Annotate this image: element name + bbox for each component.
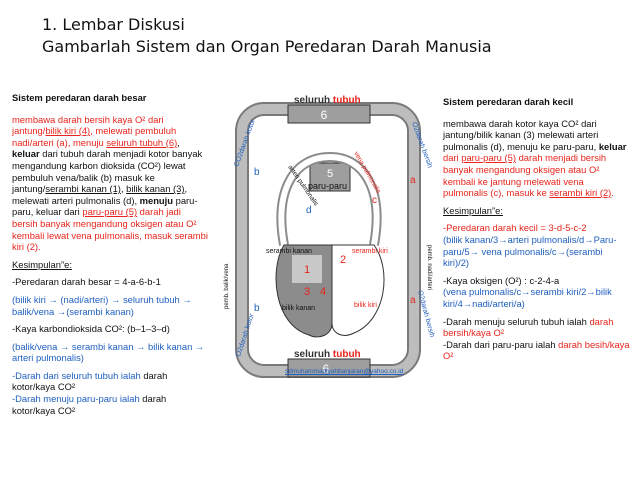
- right-k1: -Peredaran darah kecil = 3-d-5-c-2: [443, 222, 587, 234]
- email-link[interactable]: sdmuhammadiyahbanjaran@yahoo.co.id: [285, 368, 404, 375]
- right-kesimpulan: Kesimpulan”e:: [443, 204, 503, 216]
- label-pemb-balik: pemb. balik/vena: [224, 263, 230, 309]
- right-k1-detail: (bilik kanan/3→arteri pulmonalis/d→Paru-…: [443, 233, 617, 269]
- left-kesimpulan: Kesimpulan”e:: [12, 258, 72, 270]
- right-column: Sistem peredaran darah kecil membawa dar…: [443, 96, 631, 368]
- atrium-right: [292, 255, 322, 283]
- right-paragraph: membawa darah kotor kaya CO² dari jantun…: [443, 117, 627, 199]
- right-k2: -Kaya oksigen (O²) : c-2-4-a: [443, 274, 560, 286]
- n4: 4: [320, 286, 326, 298]
- right-k3: -Darah menuju seluruh tubuh ialah darah …: [443, 315, 614, 339]
- n5: 5: [327, 168, 333, 180]
- title-line-1: 1. Lembar Diskusi: [42, 15, 185, 34]
- left-column: Sistem peredaran darah besar membawa dar…: [12, 92, 208, 422]
- n3: 3: [304, 286, 310, 298]
- lung-box: [309, 162, 351, 192]
- left-paragraph: membawa darah bersih kaya O² dari jantun…: [12, 113, 208, 253]
- left-heading: Sistem peredaran darah besar: [12, 92, 147, 103]
- left-k4: -Darah menuju paru-paru ialah darah koto…: [12, 393, 167, 416]
- label-d: d: [306, 205, 312, 216]
- label-bilik-kanan: bilik kanan: [282, 305, 315, 312]
- page-title: 1. Lembar Diskusi Gambarlah Sistem dan O…: [42, 14, 492, 58]
- n2: 2: [340, 254, 346, 266]
- right-k2-detail: (vena pulmonalis/c→serambi kiri/2→bilik …: [443, 286, 612, 309]
- pulmonary-loop-inner: [278, 153, 380, 246]
- label-serambi-kiri: serambi kiri: [352, 248, 388, 255]
- left-k1: -Peredaran darah besar = 4-a-6-b-1: [12, 276, 161, 288]
- left-k3: -Darah dari seluruh tubuh ialah darah ko…: [12, 369, 168, 393]
- n6-top: 6: [321, 108, 328, 122]
- bottom-body-label: seluruh tubuh: [294, 349, 361, 360]
- paru-label: paru-paru: [308, 181, 347, 191]
- circulation-diagram: seluruh tubuh 6 seluruh tubuh 6 5 paru-p…: [224, 95, 435, 378]
- label-a: a: [410, 175, 416, 186]
- heart-left-side: [331, 244, 385, 336]
- label-c: c: [372, 195, 377, 206]
- label-serambi-kanan: serambi kanan: [266, 248, 312, 255]
- title-line-2: Gambarlah Sistem dan Organ Peredaran Dar…: [42, 37, 492, 56]
- label-b-bottom: b: [254, 303, 260, 314]
- label-bilik-kiri: bilik kiri: [354, 302, 377, 309]
- right-heading: Sistem peredaran darah kecil: [443, 96, 574, 107]
- top-body-label: seluruh tubuh: [294, 95, 361, 106]
- body-top-box: [287, 104, 371, 124]
- left-k2: -Kaya karbondioksida CO²: (b–1–3–d): [12, 323, 170, 335]
- label-a-bottom: a: [410, 295, 416, 306]
- left-k2-detail: (balik/vena → serambi kanan → bilik kana…: [12, 340, 205, 364]
- n6-bottom: 6: [323, 362, 330, 376]
- left-k1-detail: (bilik kiri → (nadi/arteri) → seluruh tu…: [12, 293, 192, 317]
- label-b-top: b: [254, 167, 260, 178]
- body-bottom-box: [287, 358, 371, 378]
- label-pemb-nadi: pemb. nadi/arteri: [426, 245, 432, 290]
- right-k4: -Darah dari paru-paru ialah darah besih/…: [443, 338, 630, 362]
- n1: 1: [304, 264, 310, 276]
